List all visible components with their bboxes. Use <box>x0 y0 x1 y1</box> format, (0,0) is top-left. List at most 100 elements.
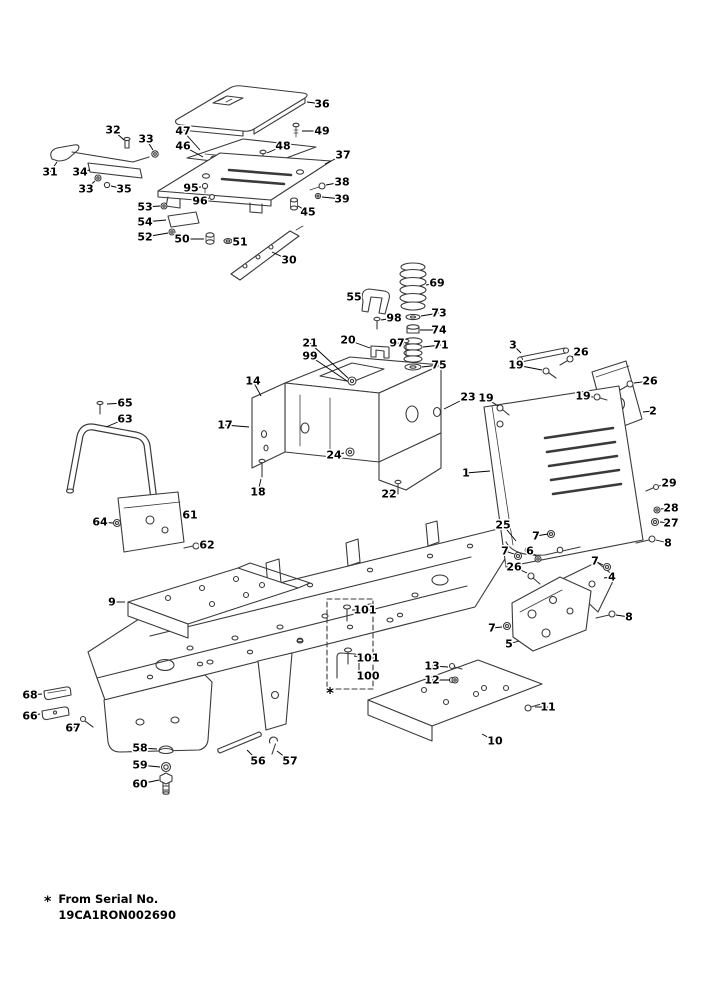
leader-line <box>144 219 167 223</box>
callout-19: 19 <box>575 390 590 403</box>
callout-97: 97 <box>389 337 404 350</box>
leader-line <box>353 655 369 659</box>
callout-74: 74 <box>431 324 447 337</box>
footnote-line2: 19CA1RON002690 <box>58 907 176 922</box>
callout-101: 101 <box>354 604 377 617</box>
callout-62: 62 <box>199 539 214 552</box>
leader-line <box>309 342 349 379</box>
callout-13: 13 <box>424 660 439 673</box>
leader-line <box>465 470 491 474</box>
callout-22: 22 <box>381 488 396 501</box>
leader-line <box>642 410 654 413</box>
leader-line <box>485 397 499 407</box>
leader-line <box>512 344 522 354</box>
panel-flange <box>505 541 581 556</box>
callout-32: 32 <box>105 124 120 137</box>
leader-line <box>594 560 604 566</box>
leader-line <box>139 764 161 768</box>
callout-21: 21 <box>302 337 317 350</box>
footrest-right <box>367 659 543 742</box>
callout-8: 8 <box>625 611 633 624</box>
footnote-asterisk: * <box>44 894 52 910</box>
leader-line <box>633 380 651 384</box>
callout-33: 33 <box>138 133 153 146</box>
callout-101: 101 <box>357 652 380 665</box>
leader-line <box>232 240 241 243</box>
leader-line <box>615 614 630 618</box>
leader-line <box>306 101 323 105</box>
callout-26: 26 <box>573 346 589 359</box>
leader-line <box>529 550 537 557</box>
leader-line <box>396 342 405 345</box>
leader-line <box>271 251 290 261</box>
leader-line <box>582 395 594 398</box>
leader-line <box>422 344 442 348</box>
callout-6: 6 <box>526 545 534 558</box>
callout-5: 5 <box>505 638 513 651</box>
callout-48: 48 <box>275 140 290 153</box>
leader-line <box>266 145 284 154</box>
callout-2: 2 <box>649 405 657 418</box>
right-hardware <box>635 483 661 544</box>
callout-36: 36 <box>314 98 330 111</box>
leader-line <box>658 482 670 487</box>
small-hardware-top <box>160 182 326 245</box>
callout-1: 1 <box>462 467 470 480</box>
callout-52: 52 <box>137 231 152 244</box>
leader-line <box>420 312 440 317</box>
side-panel <box>483 385 644 568</box>
callout-26: 26 <box>506 561 522 574</box>
callout-65: 65 <box>117 397 132 410</box>
leader-line <box>106 402 126 405</box>
callout-51: 51 <box>232 236 247 249</box>
leader-line <box>388 488 397 495</box>
callout-66: 66 <box>22 710 38 723</box>
spring-clip <box>361 288 390 330</box>
footrest-left <box>127 562 311 639</box>
callout-26: 26 <box>642 375 658 388</box>
callout-98: 98 <box>386 312 401 325</box>
leader-line <box>182 514 191 518</box>
callout-37: 37 <box>335 149 350 162</box>
leader-line <box>110 185 125 190</box>
leader-line <box>276 750 291 762</box>
leader-line <box>491 626 503 629</box>
leader-line <box>139 779 160 785</box>
leader-line <box>333 452 345 456</box>
leader-line <box>655 539 669 544</box>
leader-line <box>252 380 262 397</box>
diagram-asterisk-marker: * <box>326 684 334 702</box>
seat-adjust-lever <box>50 136 159 189</box>
callout-19: 19 <box>508 359 523 372</box>
leader-line <box>443 396 469 410</box>
spring-assembly <box>399 262 427 371</box>
leader-line <box>380 317 395 321</box>
callout-69: 69 <box>429 277 444 290</box>
footnote-line1: From Serial No. <box>58 892 159 906</box>
callout-47: 47 <box>175 125 190 138</box>
callout-34: 34 <box>72 166 88 179</box>
callout-25: 25 <box>495 519 510 532</box>
leader-line <box>246 749 259 762</box>
callout-49: 49 <box>314 125 329 138</box>
callout-38: 38 <box>334 176 349 189</box>
support-bracket-front <box>511 576 592 652</box>
callout-46: 46 <box>175 140 191 153</box>
callout-23: 23 <box>460 391 475 404</box>
callout-54: 54 <box>137 216 153 229</box>
leader-line <box>502 524 517 542</box>
leader-line <box>112 129 125 141</box>
leader-line <box>321 196 343 200</box>
callout-14: 14 <box>245 375 261 388</box>
callout-56: 56 <box>250 755 266 768</box>
leader-line <box>481 733 496 742</box>
leader-line <box>660 507 672 510</box>
callout-7: 7 <box>591 555 599 568</box>
callout-27: 27 <box>663 517 678 530</box>
callout-50: 50 <box>174 233 190 246</box>
callout-53: 53 <box>137 201 152 214</box>
callout-60: 60 <box>132 778 148 791</box>
leader-line <box>199 197 210 202</box>
